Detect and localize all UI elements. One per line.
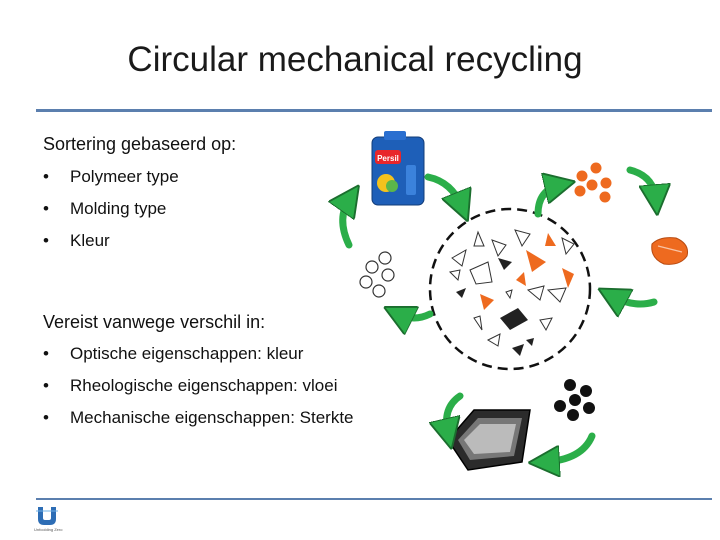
bullet-icon: • — [43, 167, 49, 186]
list-item: •Rheologische eigenschappen: vloei — [43, 370, 354, 402]
detergent-bottle-icon: Persil — [371, 131, 425, 206]
section1-list: •Polymeer type •Molding type •Kleur — [43, 161, 179, 257]
arrow-icon — [447, 392, 464, 434]
section2-list: •Optische eigenschappen: kleur •Rheologi… — [43, 338, 354, 434]
arrow-icon — [534, 185, 560, 218]
arrow-icon — [343, 198, 350, 249]
black-pellets-icon — [554, 379, 595, 421]
arrow-icon — [544, 432, 596, 462]
bullet-icon: • — [43, 344, 49, 363]
cycle-arrows — [343, 166, 658, 462]
arrow-icon — [626, 166, 656, 200]
list-item: •Optische eigenschappen: kleur — [43, 338, 354, 370]
list-item: •Molding type — [43, 193, 179, 225]
list-item: •Mechanische eigenschappen: Sterkte — [43, 402, 354, 434]
arrow-icon — [424, 173, 462, 207]
footer-divider — [36, 498, 712, 500]
list-item: •Polymeer type — [43, 161, 179, 193]
bullet-icon: • — [43, 231, 49, 250]
section1-heading: Sortering gebaseerd op: — [43, 134, 237, 154]
plastic-tray-icon — [447, 409, 531, 471]
orange-pellets-icon — [574, 162, 612, 203]
logo-icon — [36, 507, 58, 525]
section2-heading: Vereist vanwege verschil in: — [43, 312, 266, 332]
white-pellets-icon — [359, 251, 395, 298]
arrow-icon — [398, 314, 434, 318]
logo-text: Unfoolding Zero — [34, 527, 63, 532]
svg-text:Persil: Persil — [377, 154, 399, 163]
list-item: •Kleur — [43, 225, 179, 257]
mixed-waste-boundary — [428, 207, 592, 371]
plastic-fragments — [448, 229, 575, 356]
slide-title: Circular mechanical recycling — [127, 40, 583, 79]
orange-cap-icon — [651, 237, 688, 265]
bullet-icon: • — [43, 376, 49, 395]
bullet-icon: • — [43, 199, 49, 218]
title-divider — [36, 109, 712, 112]
organization-logo: Unfoolding Zero — [34, 505, 74, 535]
arrow-icon — [612, 296, 658, 304]
bullet-icon: • — [43, 408, 49, 427]
